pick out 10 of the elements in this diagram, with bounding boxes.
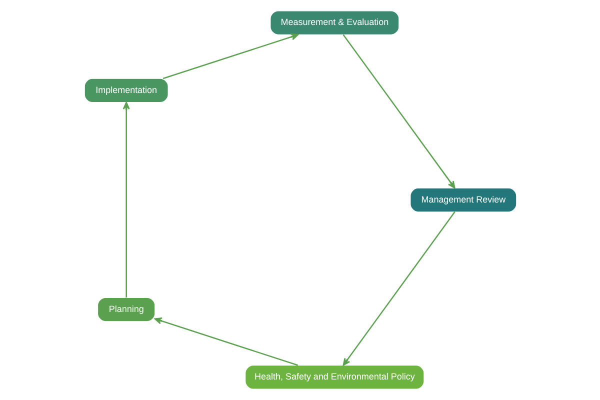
arrow [162, 33, 298, 80]
arrow [154, 317, 298, 366]
node-box: Implementation [84, 78, 168, 103]
arrow [122, 102, 130, 298]
node-box: Planning [96, 297, 155, 322]
node-box: Health, Safety and Environmental Policy [244, 365, 424, 390]
node-box: Measurement & Evaluation [270, 10, 399, 35]
arrow [342, 212, 455, 366]
arrow [342, 34, 455, 189]
node-box: Management Review [410, 188, 516, 212]
